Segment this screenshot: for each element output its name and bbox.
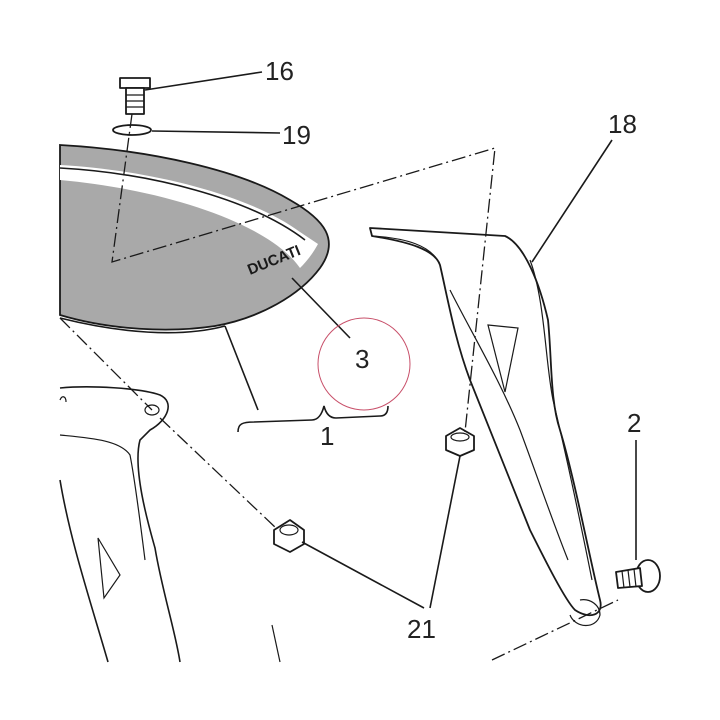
callout-21: 21: [407, 614, 436, 644]
highlight-circle: [317, 317, 411, 411]
callout-19: 19: [282, 120, 311, 150]
tail-cover: DUCATI: [59, 144, 330, 334]
subframe: [59, 386, 281, 663]
group-brace: [237, 405, 389, 433]
callout-2: 2: [627, 408, 641, 438]
bracket-slot: [487, 324, 519, 393]
bracket-top-flange: [371, 235, 441, 266]
callout-3: 3: [355, 344, 369, 374]
tail-cover-stripe-line: [59, 167, 306, 241]
screw-16-head: [119, 77, 151, 89]
callout-16: 16: [265, 56, 294, 86]
tail-cover-lower-edge: [59, 317, 226, 334]
screw-16: [119, 77, 151, 115]
subframe-inner-edge: [59, 434, 146, 561]
bracket-outline: [369, 227, 602, 617]
bracket-inner-ridge: [449, 289, 569, 561]
subframe-tab: [59, 396, 67, 403]
bracket-ridge-2: [529, 259, 593, 581]
subframe-slot: [97, 537, 121, 600]
subframe-hole: [144, 404, 160, 416]
subframe-outline: [59, 386, 181, 663]
license-bracket: [369, 227, 602, 627]
nut-21-right: [445, 427, 475, 457]
nut-21-left: [273, 519, 305, 553]
subframe-lower-line: [271, 624, 281, 663]
washer-19: [112, 124, 152, 136]
screw-2: [615, 559, 661, 593]
subframe-left-edge: [59, 479, 109, 663]
leader-lines: [144, 71, 637, 609]
callout-1: 1: [320, 421, 334, 451]
callout-18: 18: [608, 109, 637, 139]
bracket-lower-tab: [569, 599, 601, 627]
assembly-axis-lines: [59, 113, 619, 661]
